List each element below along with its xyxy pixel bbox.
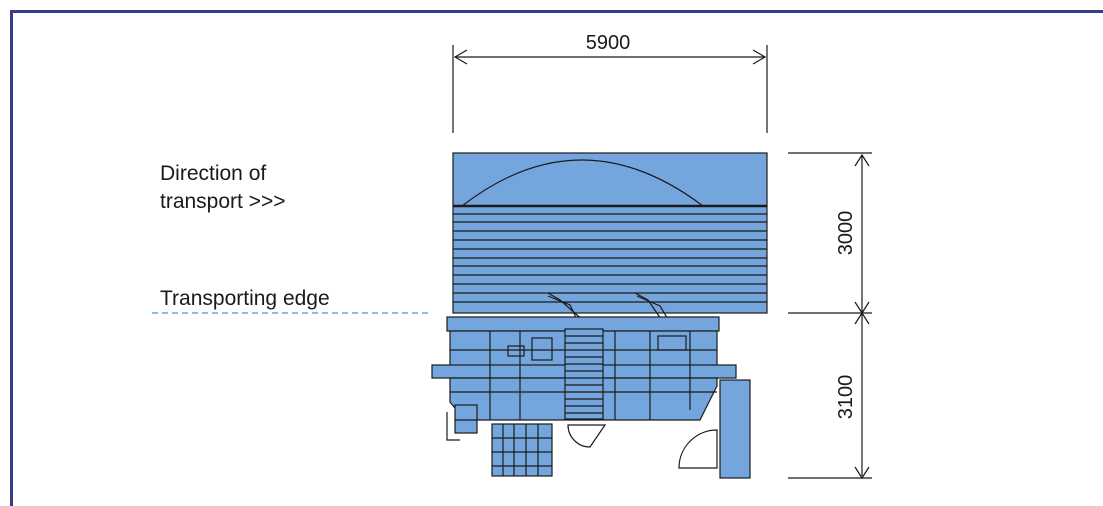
lower-height-label: 3100 xyxy=(835,375,857,420)
page-frame xyxy=(10,10,1103,506)
transport-edge-label: Transporting edge xyxy=(160,287,330,310)
direction-label-line1: Direction of xyxy=(160,162,266,185)
height-dimensions: 3000 3100 xyxy=(788,152,872,480)
lower-machine-body xyxy=(431,316,751,479)
width-dimension-label: 5900 xyxy=(586,32,631,54)
horizontal-slats xyxy=(453,213,767,303)
central-conveyor-slats xyxy=(565,335,603,414)
direction-label-line2: transport >>> xyxy=(160,190,286,213)
upper-height-label: 3000 xyxy=(835,211,857,256)
bottom-block-slats xyxy=(492,424,552,476)
side-labels: Direction of transport >>> Transporting … xyxy=(152,162,430,314)
upper-machine-body xyxy=(452,152,768,327)
width-dimension: 5900 xyxy=(452,32,768,133)
